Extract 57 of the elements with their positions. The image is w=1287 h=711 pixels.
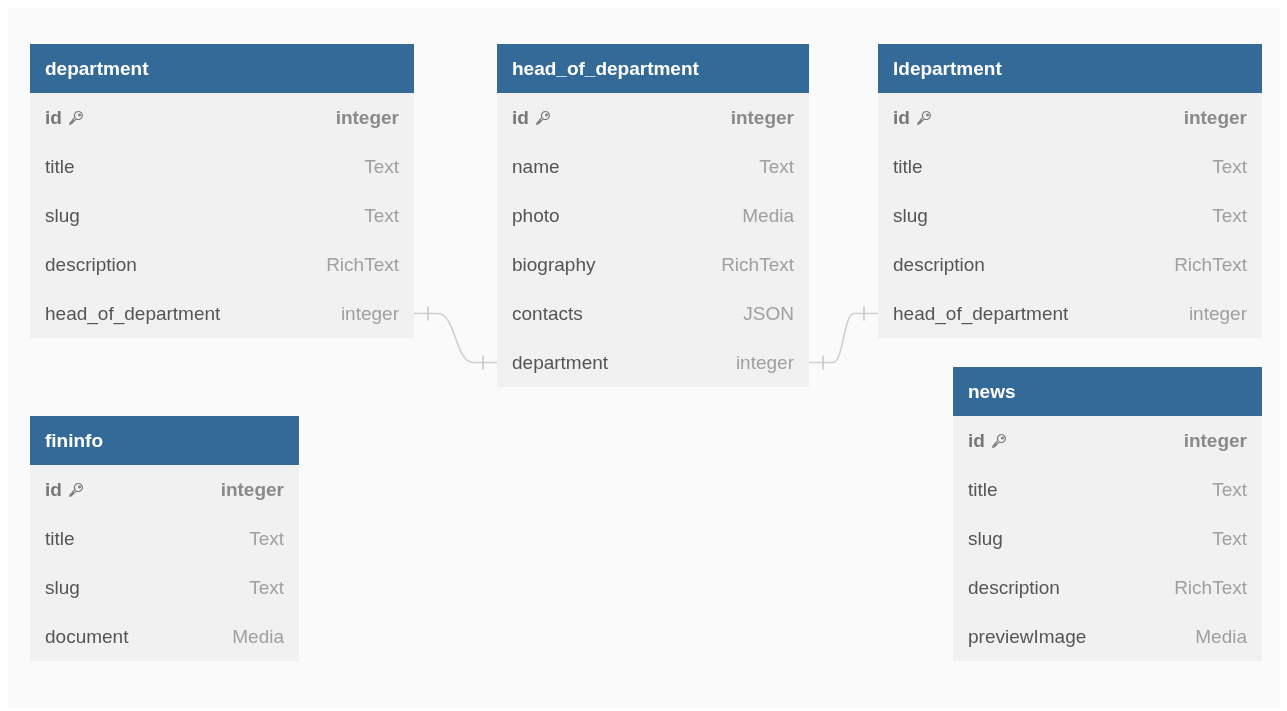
field-name: slug	[893, 204, 928, 227]
field-name: description	[968, 576, 1060, 599]
field-type: integer	[1183, 429, 1247, 452]
field-name: id	[893, 106, 910, 129]
field-name: document	[45, 625, 129, 648]
table-header: ldepartment	[878, 44, 1262, 93]
field-type: Media	[232, 625, 284, 648]
field-name: head_of_department	[45, 302, 221, 325]
field-type: JSON	[743, 302, 794, 325]
relationship-line	[808, 305, 879, 371]
field-type: integer	[735, 351, 794, 374]
field-type: Text	[249, 576, 284, 599]
field-type: Media	[1195, 625, 1247, 648]
field-type: integer	[335, 106, 399, 129]
field-name: id	[512, 106, 529, 129]
table-header: head_of_department	[497, 44, 809, 93]
field-type: integer	[1183, 106, 1247, 129]
relationship-line	[413, 305, 498, 371]
field-type: Text	[1212, 527, 1247, 550]
field-name: previewImage	[968, 625, 1087, 648]
field-name: title	[968, 478, 998, 501]
field-type: Text	[364, 204, 399, 227]
table-header: news	[953, 367, 1262, 416]
field-type: RichText	[326, 253, 399, 276]
field-name: department	[512, 351, 609, 374]
field-type: Text	[1212, 155, 1247, 178]
field-name: description	[893, 253, 985, 276]
field-name: head_of_department	[893, 302, 1069, 325]
table-header: fininfo	[30, 416, 299, 465]
field-type: integer	[220, 478, 284, 501]
field-name: description	[45, 253, 137, 276]
field-name: contacts	[512, 302, 583, 325]
field-name: id	[968, 429, 985, 452]
field-type: RichText	[1174, 576, 1247, 599]
table-header: department	[30, 44, 414, 93]
field-name: slug	[968, 527, 1003, 550]
field-type: Media	[742, 204, 794, 227]
field-type: Text	[759, 155, 794, 178]
field-type: integer	[340, 302, 399, 325]
field-name: photo	[512, 204, 560, 227]
field-name: name	[512, 155, 560, 178]
field-type: RichText	[1174, 253, 1247, 276]
field-type: Text	[249, 527, 284, 550]
field-name: slug	[45, 576, 80, 599]
field-type: Text	[1212, 478, 1247, 501]
field-name: title	[45, 155, 75, 178]
field-type: integer	[730, 106, 794, 129]
field-name: id	[45, 106, 62, 129]
field-type: RichText	[721, 253, 794, 276]
field-type: integer	[1188, 302, 1247, 325]
field-name: biography	[512, 253, 596, 276]
field-name: title	[893, 155, 923, 178]
field-name: title	[45, 527, 75, 550]
field-type: Text	[364, 155, 399, 178]
field-type: Text	[1212, 204, 1247, 227]
field-name: id	[45, 478, 62, 501]
field-name: slug	[45, 204, 80, 227]
